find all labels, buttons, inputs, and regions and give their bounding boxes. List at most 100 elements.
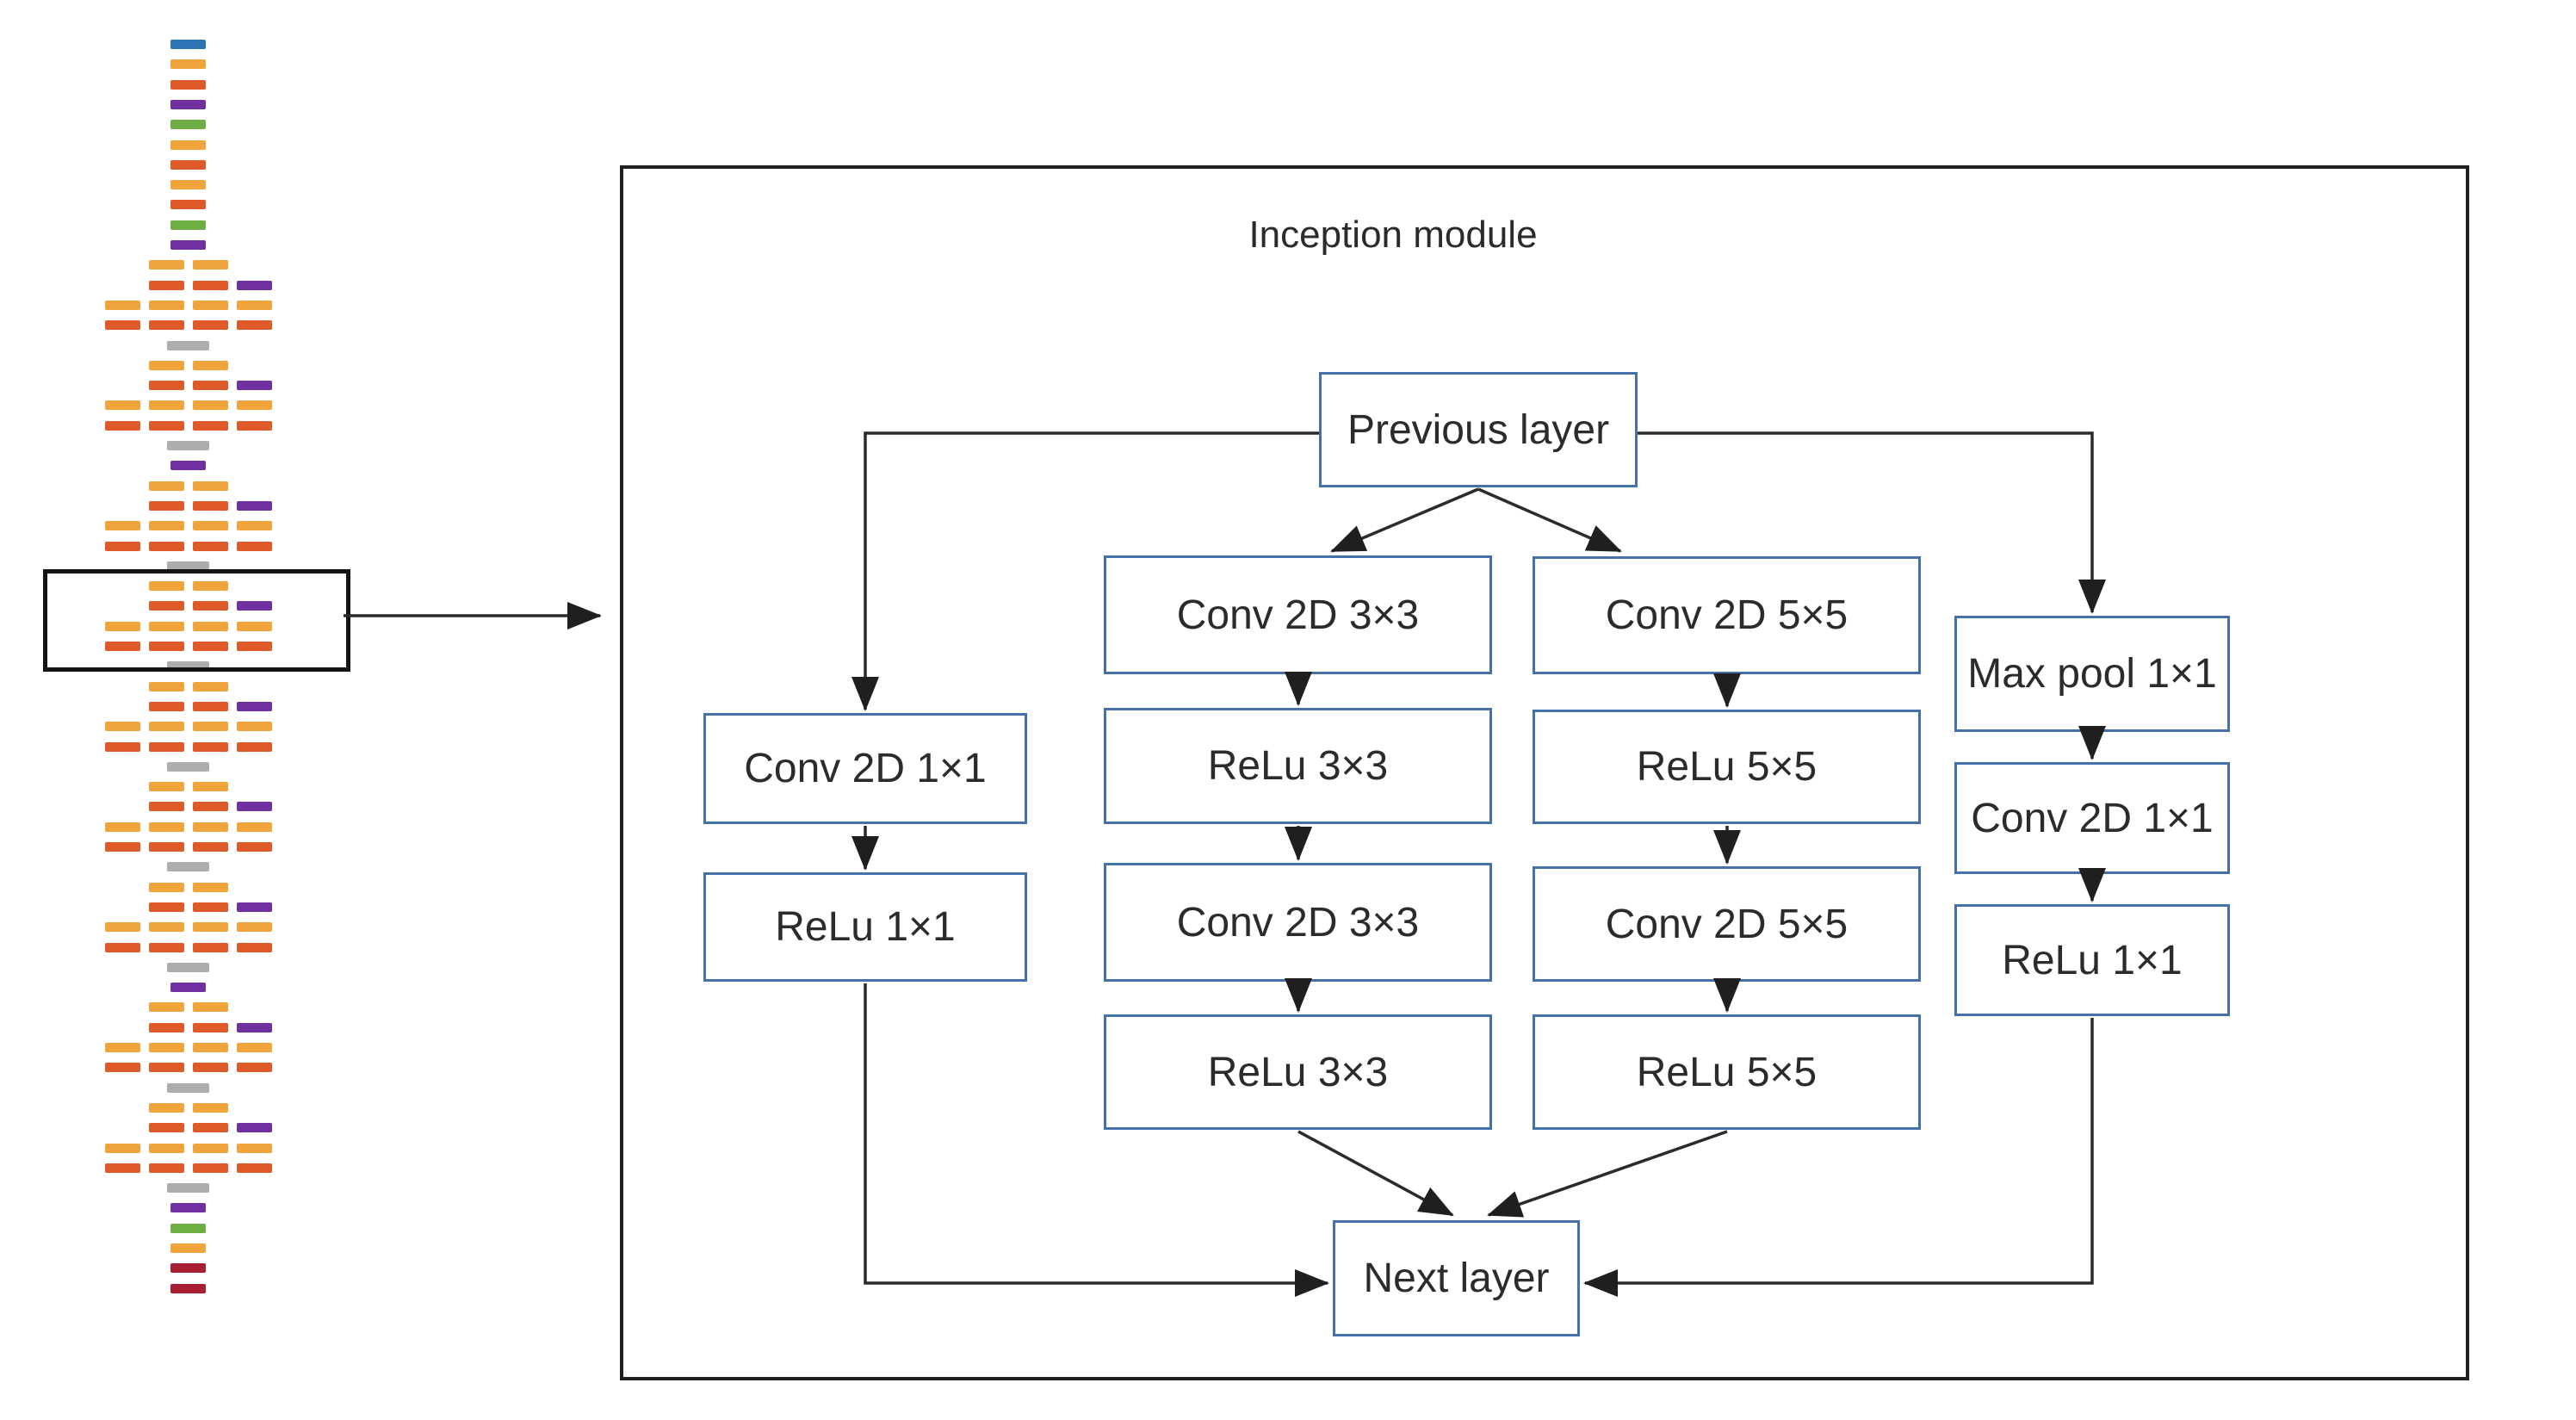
arch-layer-bar bbox=[149, 400, 184, 410]
node-previous-layer: Previous layer bbox=[1319, 372, 1638, 487]
arch-layer-bar bbox=[193, 601, 228, 611]
arch-layer-bar bbox=[170, 80, 206, 90]
arch-layer-bar bbox=[193, 682, 228, 691]
node-relu-3x3-a: ReLu 3×3 bbox=[1104, 708, 1492, 824]
arch-layer-bar bbox=[149, 702, 184, 711]
arch-layer-bar bbox=[193, 521, 228, 530]
arch-layer-bar bbox=[193, 400, 228, 410]
arch-layer-bar bbox=[149, 922, 184, 932]
arch-layer-bar bbox=[105, 943, 140, 952]
arch-layer-bar bbox=[170, 59, 206, 69]
arch-layer-bar bbox=[105, 842, 140, 852]
arch-layer-bar bbox=[149, 481, 184, 491]
arch-layer-bar bbox=[167, 661, 209, 671]
arch-layer-bar bbox=[193, 702, 228, 711]
arch-layer-bar bbox=[193, 1144, 228, 1153]
arch-layer-bar bbox=[149, 1002, 184, 1012]
node-conv2d-1x1-left: Conv 2D 1×1 bbox=[703, 713, 1027, 824]
arch-layer-bar bbox=[105, 722, 140, 731]
arch-layer-bar bbox=[105, 301, 140, 310]
arch-layer-bar bbox=[105, 1043, 140, 1052]
arch-layer-bar bbox=[170, 100, 206, 109]
arch-layer-bar bbox=[149, 361, 184, 370]
arch-layer-bar bbox=[237, 822, 272, 832]
arch-layer-bar bbox=[193, 782, 228, 791]
arch-layer-bar bbox=[193, 542, 228, 551]
arch-layer-bar bbox=[167, 862, 209, 871]
arch-layer-bar bbox=[170, 983, 206, 992]
arch-layer-bar bbox=[193, 281, 228, 290]
arch-layer-bar bbox=[193, 361, 228, 370]
arch-layer-bar bbox=[237, 702, 272, 711]
arch-layer-bar bbox=[193, 1002, 228, 1012]
arch-layer-bar bbox=[149, 622, 184, 631]
arch-layer-bar bbox=[237, 902, 272, 912]
arch-layer-bar bbox=[167, 963, 209, 972]
arch-layer-bar bbox=[105, 400, 140, 410]
node-relu-5x5-b: ReLu 5×5 bbox=[1533, 1014, 1921, 1130]
arch-layer-bar bbox=[149, 320, 184, 330]
arch-layer-bar bbox=[170, 180, 206, 189]
node-relu-1x1-right: ReLu 1×1 bbox=[1954, 904, 2230, 1016]
arch-layer-bar bbox=[149, 521, 184, 530]
arch-layer-bar bbox=[237, 320, 272, 330]
arch-layer-bar bbox=[149, 260, 184, 270]
arch-layer-bar bbox=[193, 1103, 228, 1113]
arch-layer-bar bbox=[149, 301, 184, 310]
arch-layer-bar bbox=[105, 542, 140, 551]
arch-layer-bar bbox=[193, 381, 228, 390]
arch-layer-bar bbox=[193, 320, 228, 330]
arch-layer-bar bbox=[237, 1163, 272, 1173]
arch-layer-bar bbox=[237, 1023, 272, 1032]
arch-layer-bar bbox=[105, 1163, 140, 1173]
arch-layer-bar bbox=[149, 722, 184, 731]
arch-layer-bar bbox=[170, 120, 206, 129]
arch-layer-bar bbox=[193, 1163, 228, 1173]
arch-layer-bar bbox=[193, 902, 228, 912]
arch-layer-bar bbox=[237, 301, 272, 310]
arch-layer-bar bbox=[105, 521, 140, 530]
arch-layer-bar bbox=[193, 943, 228, 952]
arch-layer-bar bbox=[149, 943, 184, 952]
arch-layer-bar bbox=[237, 1123, 272, 1132]
arch-layer-bar bbox=[237, 642, 272, 651]
arch-layer-bar bbox=[149, 281, 184, 290]
arch-layer-bar bbox=[167, 561, 209, 571]
network-architecture-strip bbox=[0, 0, 396, 1420]
arch-layer-bar bbox=[193, 883, 228, 892]
arch-layer-bar bbox=[193, 802, 228, 811]
arch-layer-bar bbox=[149, 1023, 184, 1032]
arch-layer-bar bbox=[149, 1144, 184, 1153]
node-next-layer: Next layer bbox=[1333, 1220, 1580, 1336]
arch-layer-bar bbox=[193, 822, 228, 832]
arch-layer-bar bbox=[193, 722, 228, 731]
module-highlight-rect bbox=[43, 569, 350, 672]
arch-layer-bar bbox=[105, 421, 140, 431]
arch-layer-bar bbox=[149, 1123, 184, 1132]
node-maxpool-1x1: Max pool 1×1 bbox=[1954, 616, 2230, 732]
arch-layer-bar bbox=[105, 622, 140, 631]
arch-layer-bar bbox=[193, 301, 228, 310]
node-relu-5x5-a: ReLu 5×5 bbox=[1533, 710, 1921, 824]
arch-layer-bar bbox=[105, 642, 140, 651]
arch-layer-bar bbox=[170, 40, 206, 49]
arch-layer-bar bbox=[149, 642, 184, 651]
arch-layer-bar bbox=[170, 1263, 206, 1273]
arch-layer-bar bbox=[237, 381, 272, 390]
arch-layer-bar bbox=[170, 200, 206, 209]
arch-layer-bar bbox=[149, 682, 184, 691]
node-conv2d-3x3-b: Conv 2D 3×3 bbox=[1104, 863, 1492, 982]
arch-layer-bar bbox=[237, 802, 272, 811]
arch-layer-bar bbox=[237, 1144, 272, 1153]
arch-layer-bar bbox=[149, 1043, 184, 1052]
arch-layer-bar bbox=[237, 742, 272, 752]
arch-layer-bar bbox=[193, 581, 228, 591]
arch-layer-bar bbox=[193, 622, 228, 631]
arch-layer-bar bbox=[149, 802, 184, 811]
arch-layer-bar bbox=[170, 160, 206, 170]
arch-layer-bar bbox=[237, 622, 272, 631]
arch-layer-bar bbox=[149, 1163, 184, 1173]
diagram-title: Inception module bbox=[1248, 214, 1538, 256]
arch-layer-bar bbox=[149, 421, 184, 431]
arch-layer-bar bbox=[237, 1063, 272, 1072]
